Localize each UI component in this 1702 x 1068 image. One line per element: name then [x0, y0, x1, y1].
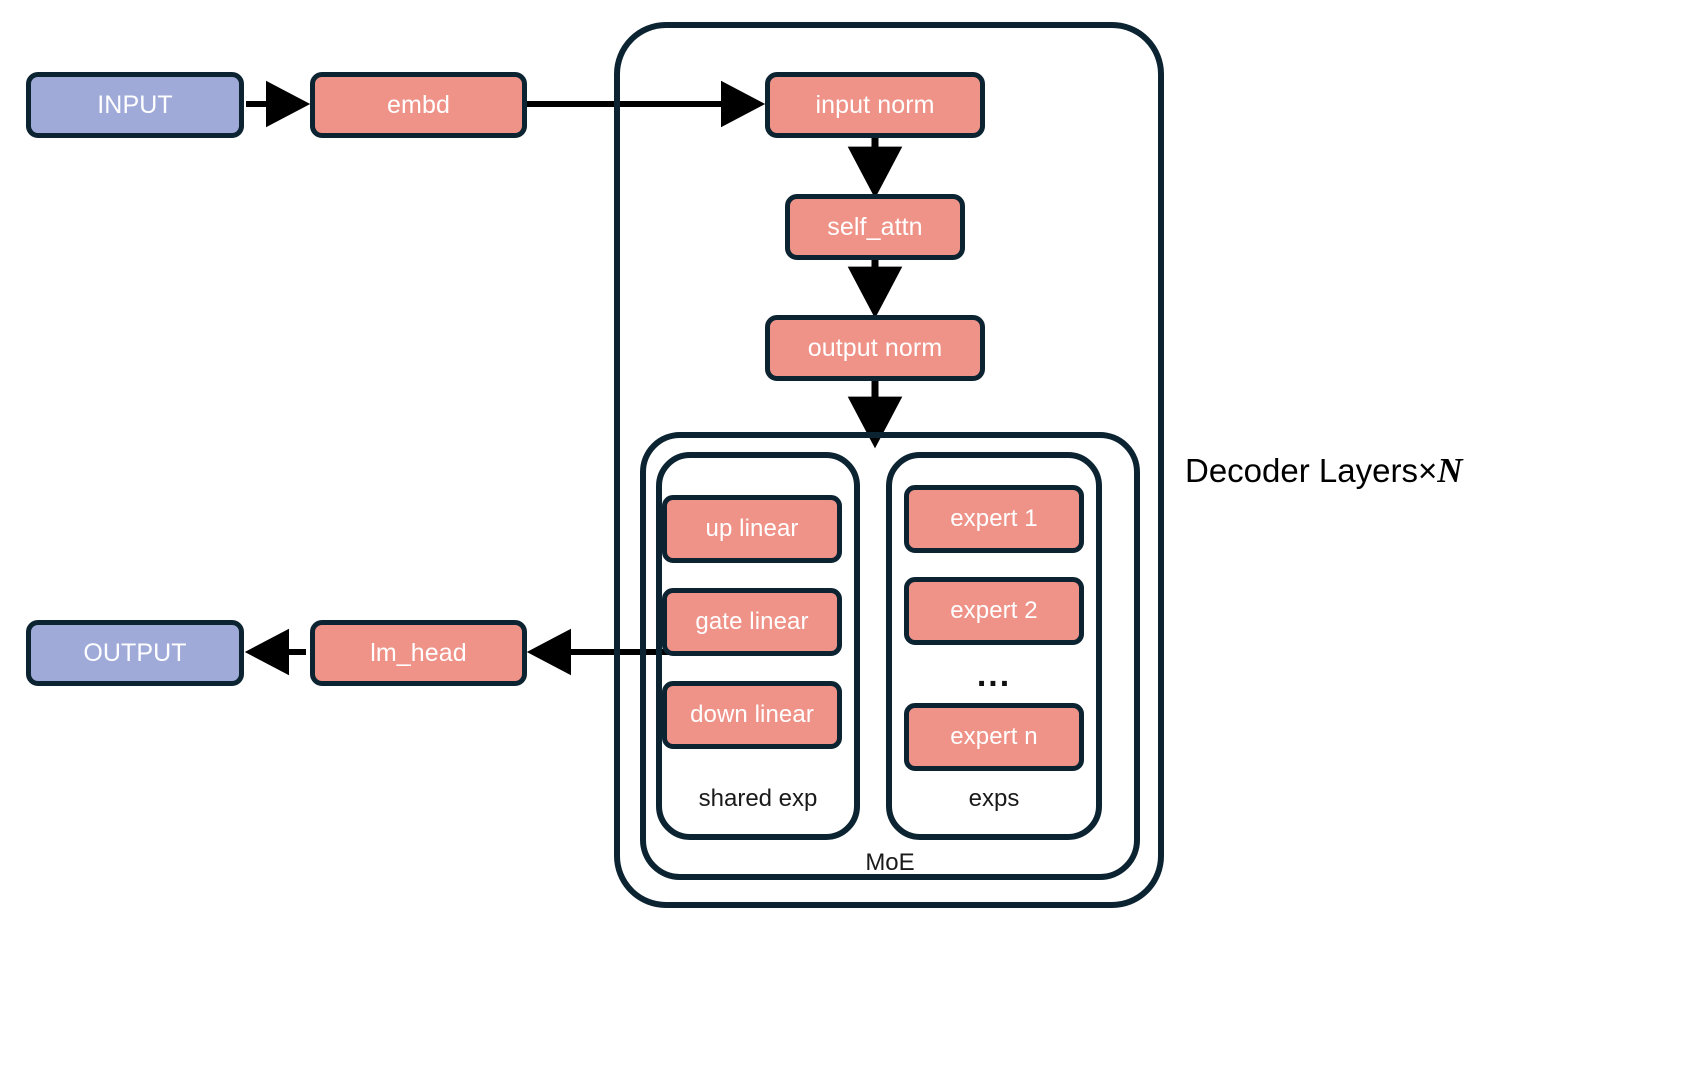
node-down-linear[interactable]: down linear — [662, 681, 842, 749]
decoder-layers-count-variable: N — [1437, 451, 1463, 490]
experts-ellipsis: ... — [976, 656, 1012, 694]
decoder-layers-container — [614, 22, 1164, 908]
experts-group — [886, 452, 1102, 840]
node-gate-linear[interactable]: gate linear — [662, 588, 842, 656]
node-output-norm[interactable]: output norm — [765, 315, 985, 381]
node-self-attn[interactable]: self_attn — [785, 194, 965, 260]
node-lm-head[interactable]: lm_head — [310, 620, 527, 686]
moe-container — [640, 432, 1140, 880]
moe-label: MoE — [865, 849, 915, 876]
node-input[interactable]: INPUT — [26, 72, 244, 138]
shared-exp-label: shared exp — [698, 785, 818, 812]
node-expert-1[interactable]: expert 1 — [904, 485, 1084, 553]
node-embd[interactable]: embd — [310, 72, 527, 138]
node-input-norm[interactable]: input norm — [765, 72, 985, 138]
node-expert-n[interactable]: expert n — [904, 703, 1084, 771]
node-expert-2[interactable]: expert 2 — [904, 577, 1084, 645]
exps-label: exps — [968, 785, 1020, 812]
decoder-layers-side-label: Decoder Layers×N — [1185, 453, 1463, 488]
node-output[interactable]: OUTPUT — [26, 620, 244, 686]
shared-expert-group — [656, 452, 860, 840]
decoder-layers-prefix: Decoder Layers× — [1185, 452, 1438, 489]
node-up-linear[interactable]: up linear — [662, 495, 842, 563]
